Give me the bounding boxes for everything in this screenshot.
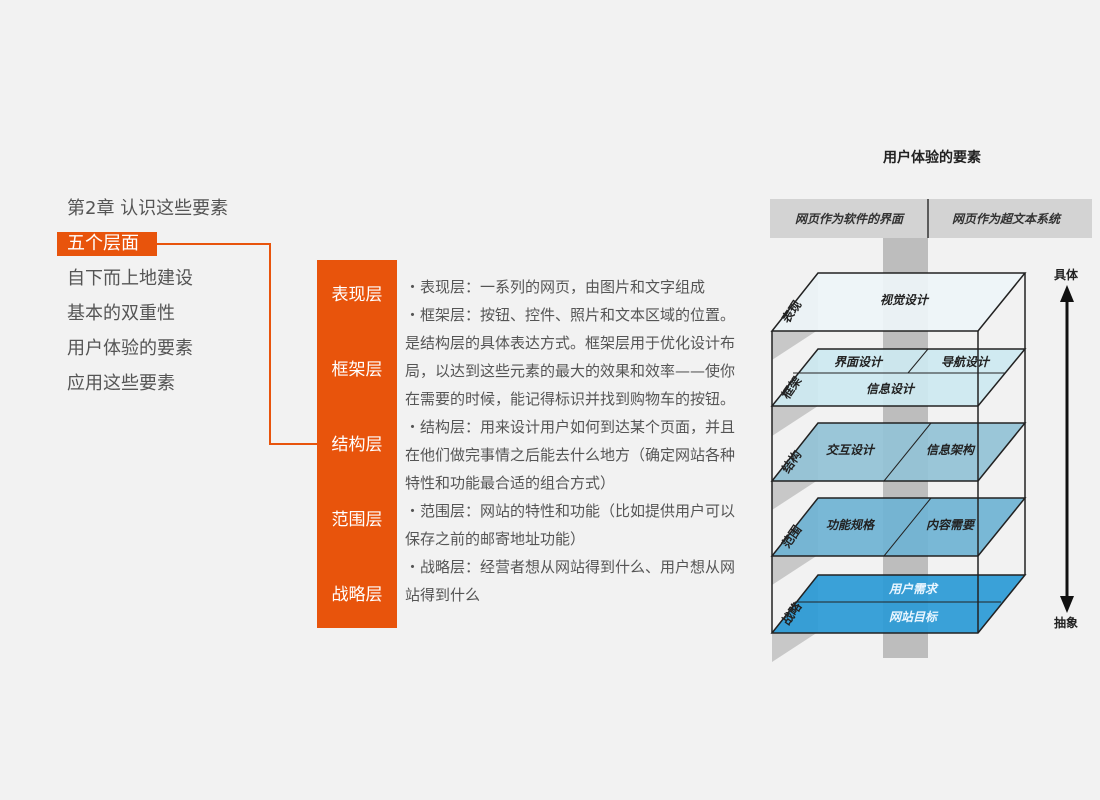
menu-item[interactable]: 应用这些要素 xyxy=(67,373,175,394)
connector-line xyxy=(157,243,270,245)
chapter-title: 第2章 认识这些要素 xyxy=(67,198,229,219)
plane-label-information-design: 信息设计 xyxy=(866,382,916,396)
plane-label-interaction-design: 交互设计 xyxy=(826,443,876,457)
layer-label: 战略层 xyxy=(331,585,383,605)
plane-surface xyxy=(770,272,1027,332)
header-bar xyxy=(770,199,1092,238)
plane-label-user-needs: 用户需求 xyxy=(888,582,939,596)
description-line: ・框架层：按钮、控件、照片和文本区域的位置。 xyxy=(405,306,736,324)
layer-label: 范围层 xyxy=(331,510,383,530)
header-right: 网页作为超文本系统 xyxy=(952,212,1062,226)
description-line: 特性和功能最合适的组合方式） xyxy=(405,474,616,492)
plane-label-content-requirements: 内容需要 xyxy=(926,518,976,532)
axis-top-label: 具体 xyxy=(1054,267,1079,282)
description-line: 站得到什么 xyxy=(405,586,481,604)
plane-skeleton xyxy=(770,348,1027,407)
diagram-title: 用户体验的要素 xyxy=(883,149,981,166)
plane-scope xyxy=(770,497,1027,557)
plane-label-navigation-design: 导航设计 xyxy=(941,355,991,369)
description-line: ・战略层：经营者想从网站得到什么、用户想从网 xyxy=(405,558,736,576)
description-line: 保存之前的邮寄地址功能） xyxy=(405,530,586,548)
description-line: ・结构层：用来设计用户如何到达某个页面，并且 xyxy=(405,418,736,436)
arrow-up-icon xyxy=(1060,285,1074,302)
menu-item[interactable]: 自下而上地建设 xyxy=(67,268,193,289)
menu-item-active[interactable]: 五个层面 xyxy=(57,232,157,256)
description-line: 是结构层的具体表达方式。框架层用于优化设计布 xyxy=(405,334,736,352)
layer-label: 表现层 xyxy=(331,285,383,305)
plane-label-information-architecture: 信息架构 xyxy=(926,443,976,457)
plane-label-functional-spec: 功能规格 xyxy=(826,518,876,532)
layer-label: 结构层 xyxy=(331,435,383,455)
plane-structure xyxy=(770,422,1027,482)
plane-label-visual-design: 视觉设计 xyxy=(880,293,930,307)
description-line: 在他们做完事情之后能去什么地方（确定网站各种 xyxy=(405,446,736,464)
arrow-down-icon xyxy=(1060,596,1074,613)
axis-bottom-label: 抽象 xyxy=(1054,615,1078,630)
layer-list: 表现层 框架层 结构层 范围层 战略层 xyxy=(317,260,397,628)
menu-item[interactable]: 基本的双重性 xyxy=(67,303,175,324)
header-left: 网页作为软件的界面 xyxy=(795,212,905,226)
plane-strategy xyxy=(770,574,1027,634)
description-line: 局，以达到这些元素的最大的效果和效率——使你 xyxy=(405,362,736,380)
connector-line xyxy=(269,243,271,444)
description-line: 在需要的时候，能记得标识并找到购物车的按钮。 xyxy=(405,390,736,408)
connector-line xyxy=(269,443,317,445)
plane-label-site-objectives: 网站目标 xyxy=(889,610,939,624)
plane-label-interface-design: 界面设计 xyxy=(834,355,884,369)
menu-item[interactable]: 用户体验的要素 xyxy=(67,338,193,359)
description-line: ・范围层：网站的特性和功能（比如提供用户可以 xyxy=(405,502,736,520)
description-line: ・表现层：一系列的网页，由图片和文字组成 xyxy=(405,278,706,296)
layer-label: 框架层 xyxy=(331,360,383,380)
